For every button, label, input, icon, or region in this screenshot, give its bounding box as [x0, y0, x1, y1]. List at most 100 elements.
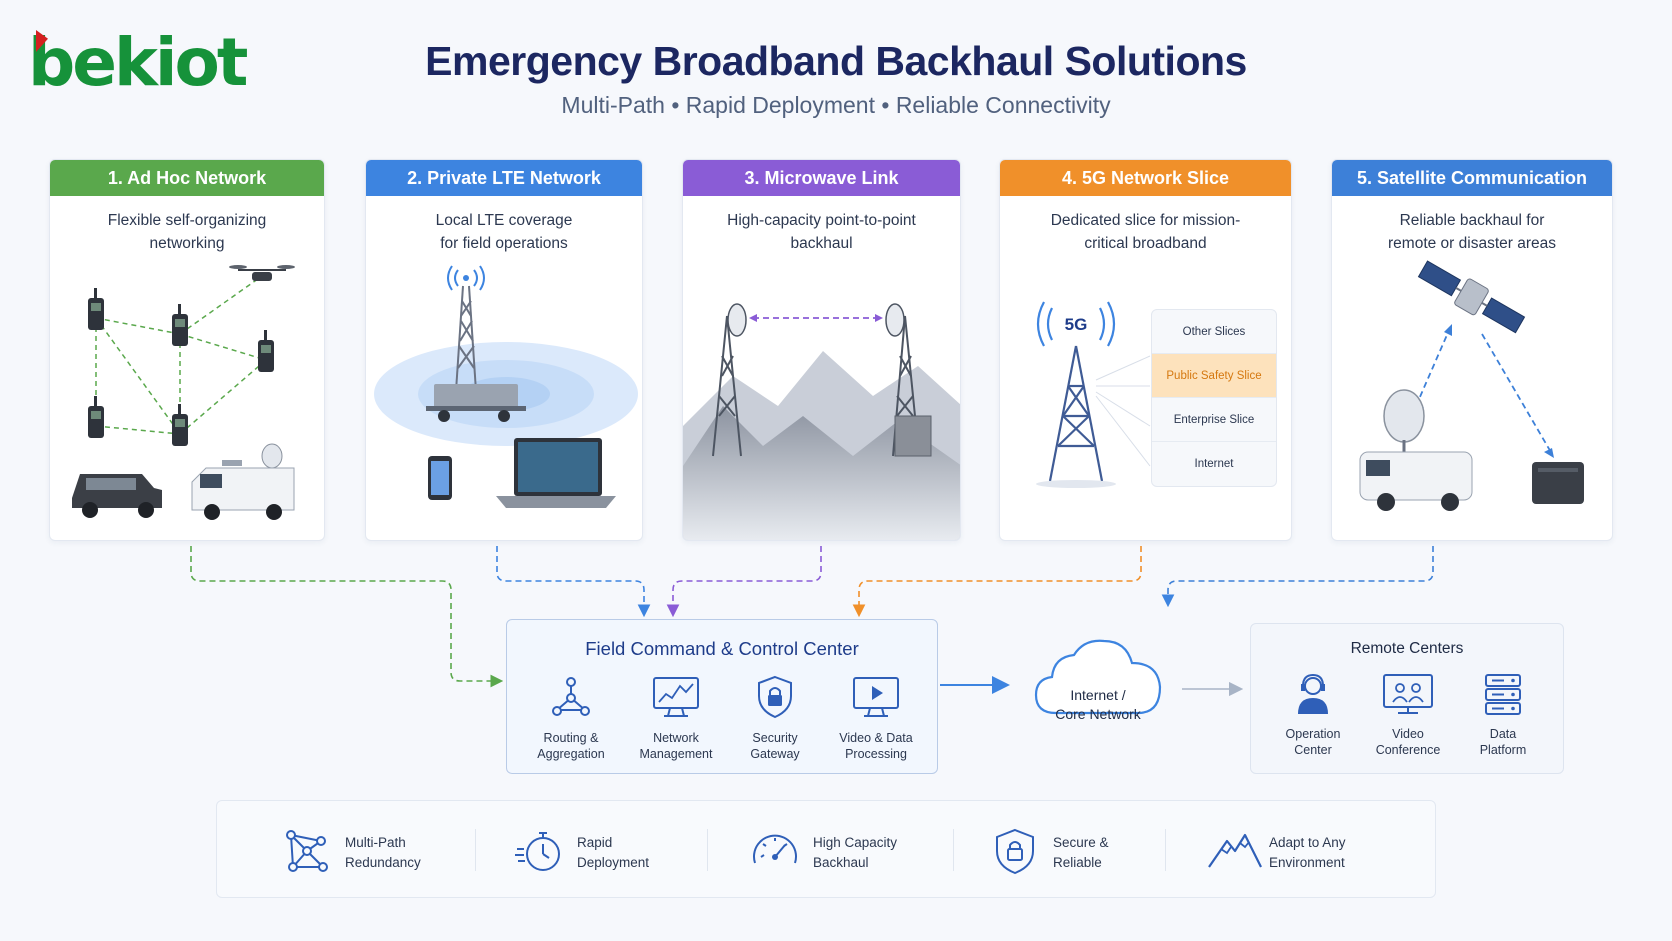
cloud-icon [1034, 639, 1162, 715]
label-line: Data [1489, 727, 1517, 741]
equipment-shelter-icon [894, 415, 932, 457]
security-gateway-icon [758, 675, 792, 719]
feature-divider [953, 829, 954, 871]
radio-icon [172, 304, 188, 346]
feature-divider [1165, 829, 1166, 871]
remote-centers-title: Remote Centers [1350, 640, 1464, 657]
connector-satellite [1161, 546, 1434, 608]
5g-tower-icon [1048, 345, 1104, 482]
card-desc-line: High-capacity point-to-point [727, 212, 916, 229]
card-desc-line: for field operations [440, 235, 568, 252]
label-line: Multi-Path [345, 835, 406, 850]
tower-left-icon [712, 315, 742, 457]
feature-label: High Capacity Backhaul [813, 833, 963, 873]
card-desc-line: Local LTE coverage [435, 212, 573, 229]
field-item-video-processing: Video & Data Processing [824, 674, 928, 762]
remote-item-video-conference: Video Conference [1360, 672, 1456, 758]
signal-waves-icon [447, 265, 485, 291]
card-desc-line: critical broadband [1084, 235, 1207, 252]
card-title: 4. 5G Network Slice [1000, 160, 1291, 196]
satcom-van-icon [1359, 389, 1473, 511]
network-slices-list: Other Slices Public Safety Slice Enterpr… [1151, 309, 1277, 487]
label-line: Routing & [543, 731, 599, 745]
feature-divider [475, 829, 476, 871]
label-line: Deployment [577, 855, 650, 870]
feature-label: Rapid Deployment [577, 833, 727, 873]
video-processing-icon [853, 677, 899, 717]
feature-divider [707, 829, 708, 871]
connector-microwave [666, 546, 822, 618]
field-command-center: Field Command & Control Center Routing &… [506, 619, 938, 774]
stopwatch-icon [515, 832, 560, 871]
label-line: Backhaul [813, 855, 869, 870]
remote-item-label: Operation Center [1265, 726, 1361, 758]
radio-icon [88, 396, 104, 438]
mountains-front [683, 406, 960, 540]
card-adhoc-network: 1. Ad Hoc Network Flexible self-organizi… [49, 159, 325, 541]
slice-internet: Internet [1194, 458, 1234, 470]
card-title: 1. Ad Hoc Network [50, 160, 324, 196]
lte-illustration [374, 265, 638, 508]
card-description: High-capacity point-to-point backhaul [683, 196, 960, 255]
remote-centers: Remote Centers Operation Center [1250, 623, 1564, 774]
feature-label: Secure & Reliable [1053, 833, 1203, 873]
slice-enterprise: Enterprise Slice [1152, 398, 1276, 442]
feature-label: Adapt to Any Environment [1269, 833, 1419, 873]
field-item-routing: Routing & Aggregation [519, 674, 623, 762]
label-line: Processing [845, 747, 907, 761]
card-desc-line: remote or disaster areas [1388, 235, 1556, 252]
satellite-illustration [1359, 260, 1584, 511]
remote-item-operation-center: Operation Center [1265, 672, 1361, 758]
label-line: Conference [1375, 743, 1441, 757]
page-title: Emergency Broadband Backhaul Solutions [425, 38, 1247, 84]
dish-left-icon [727, 303, 747, 337]
label-line: High Capacity [813, 835, 898, 850]
label-line: Security [752, 731, 798, 745]
radio-icon [172, 404, 188, 446]
drone-icon [229, 265, 295, 281]
radio-icon [258, 330, 274, 372]
field-item-label: Video & Data Processing [824, 730, 928, 762]
trailer-icon [434, 384, 518, 408]
label-line: Secure & [1053, 835, 1109, 850]
card-private-lte: 2. Private LTE Network Local LTE coverag… [365, 159, 643, 541]
mesh-link [95, 317, 181, 435]
label-line: Operation [1285, 727, 1341, 741]
data-platform-icon [1485, 674, 1521, 715]
label-line: Video [1392, 727, 1424, 741]
5g-illustration: 5G [1036, 301, 1151, 488]
field-item-label: Security Gateway [723, 730, 827, 762]
label-line: Reliable [1053, 855, 1102, 870]
card-desc-line: networking [149, 235, 225, 252]
card-satellite-communication: 5. Satellite Communication Reliable back… [1331, 159, 1613, 541]
field-item-label: Network Management [624, 730, 728, 762]
slice-public-safety: Public Safety Slice [1152, 354, 1276, 398]
card-description: Flexible self-organizing networking [50, 196, 324, 255]
mesh-link [95, 317, 181, 335]
card-desc-line: Flexible self-organizing [107, 212, 267, 229]
label-line: Network [653, 731, 699, 745]
label-line: Redundancy [345, 855, 421, 870]
label-line: Platform [1479, 743, 1527, 757]
logo-text: bekiot [28, 24, 248, 101]
field-command-title: Field Command & Control Center [585, 638, 859, 659]
label-line: Video & Data [839, 731, 913, 745]
label-line: Rapid [577, 835, 613, 850]
cloud-label-line: Internet / [1070, 687, 1126, 703]
field-item-network-management: Network Management [624, 674, 728, 762]
command-van-icon [191, 443, 295, 520]
5g-signal-waves-icon [1036, 301, 1116, 347]
feature-label: Multi-Path Redundancy [345, 833, 495, 873]
page-subtitle: Multi-Path • Rapid Deployment • Reliable… [561, 92, 1111, 118]
features-strip: Multi-Path Redundancy Rapid Deployment [216, 800, 1436, 898]
video-conference-icon [1383, 674, 1433, 714]
remote-item-label: Video Conference [1360, 726, 1456, 758]
slice-other: Other Slices [1152, 310, 1276, 354]
gauge-icon [753, 834, 797, 864]
card-desc-line: backhaul [790, 235, 853, 252]
microwave-illustration [683, 303, 960, 540]
cloud-label: Internet / Core Network [1030, 686, 1166, 724]
label-line: Management [639, 747, 713, 761]
